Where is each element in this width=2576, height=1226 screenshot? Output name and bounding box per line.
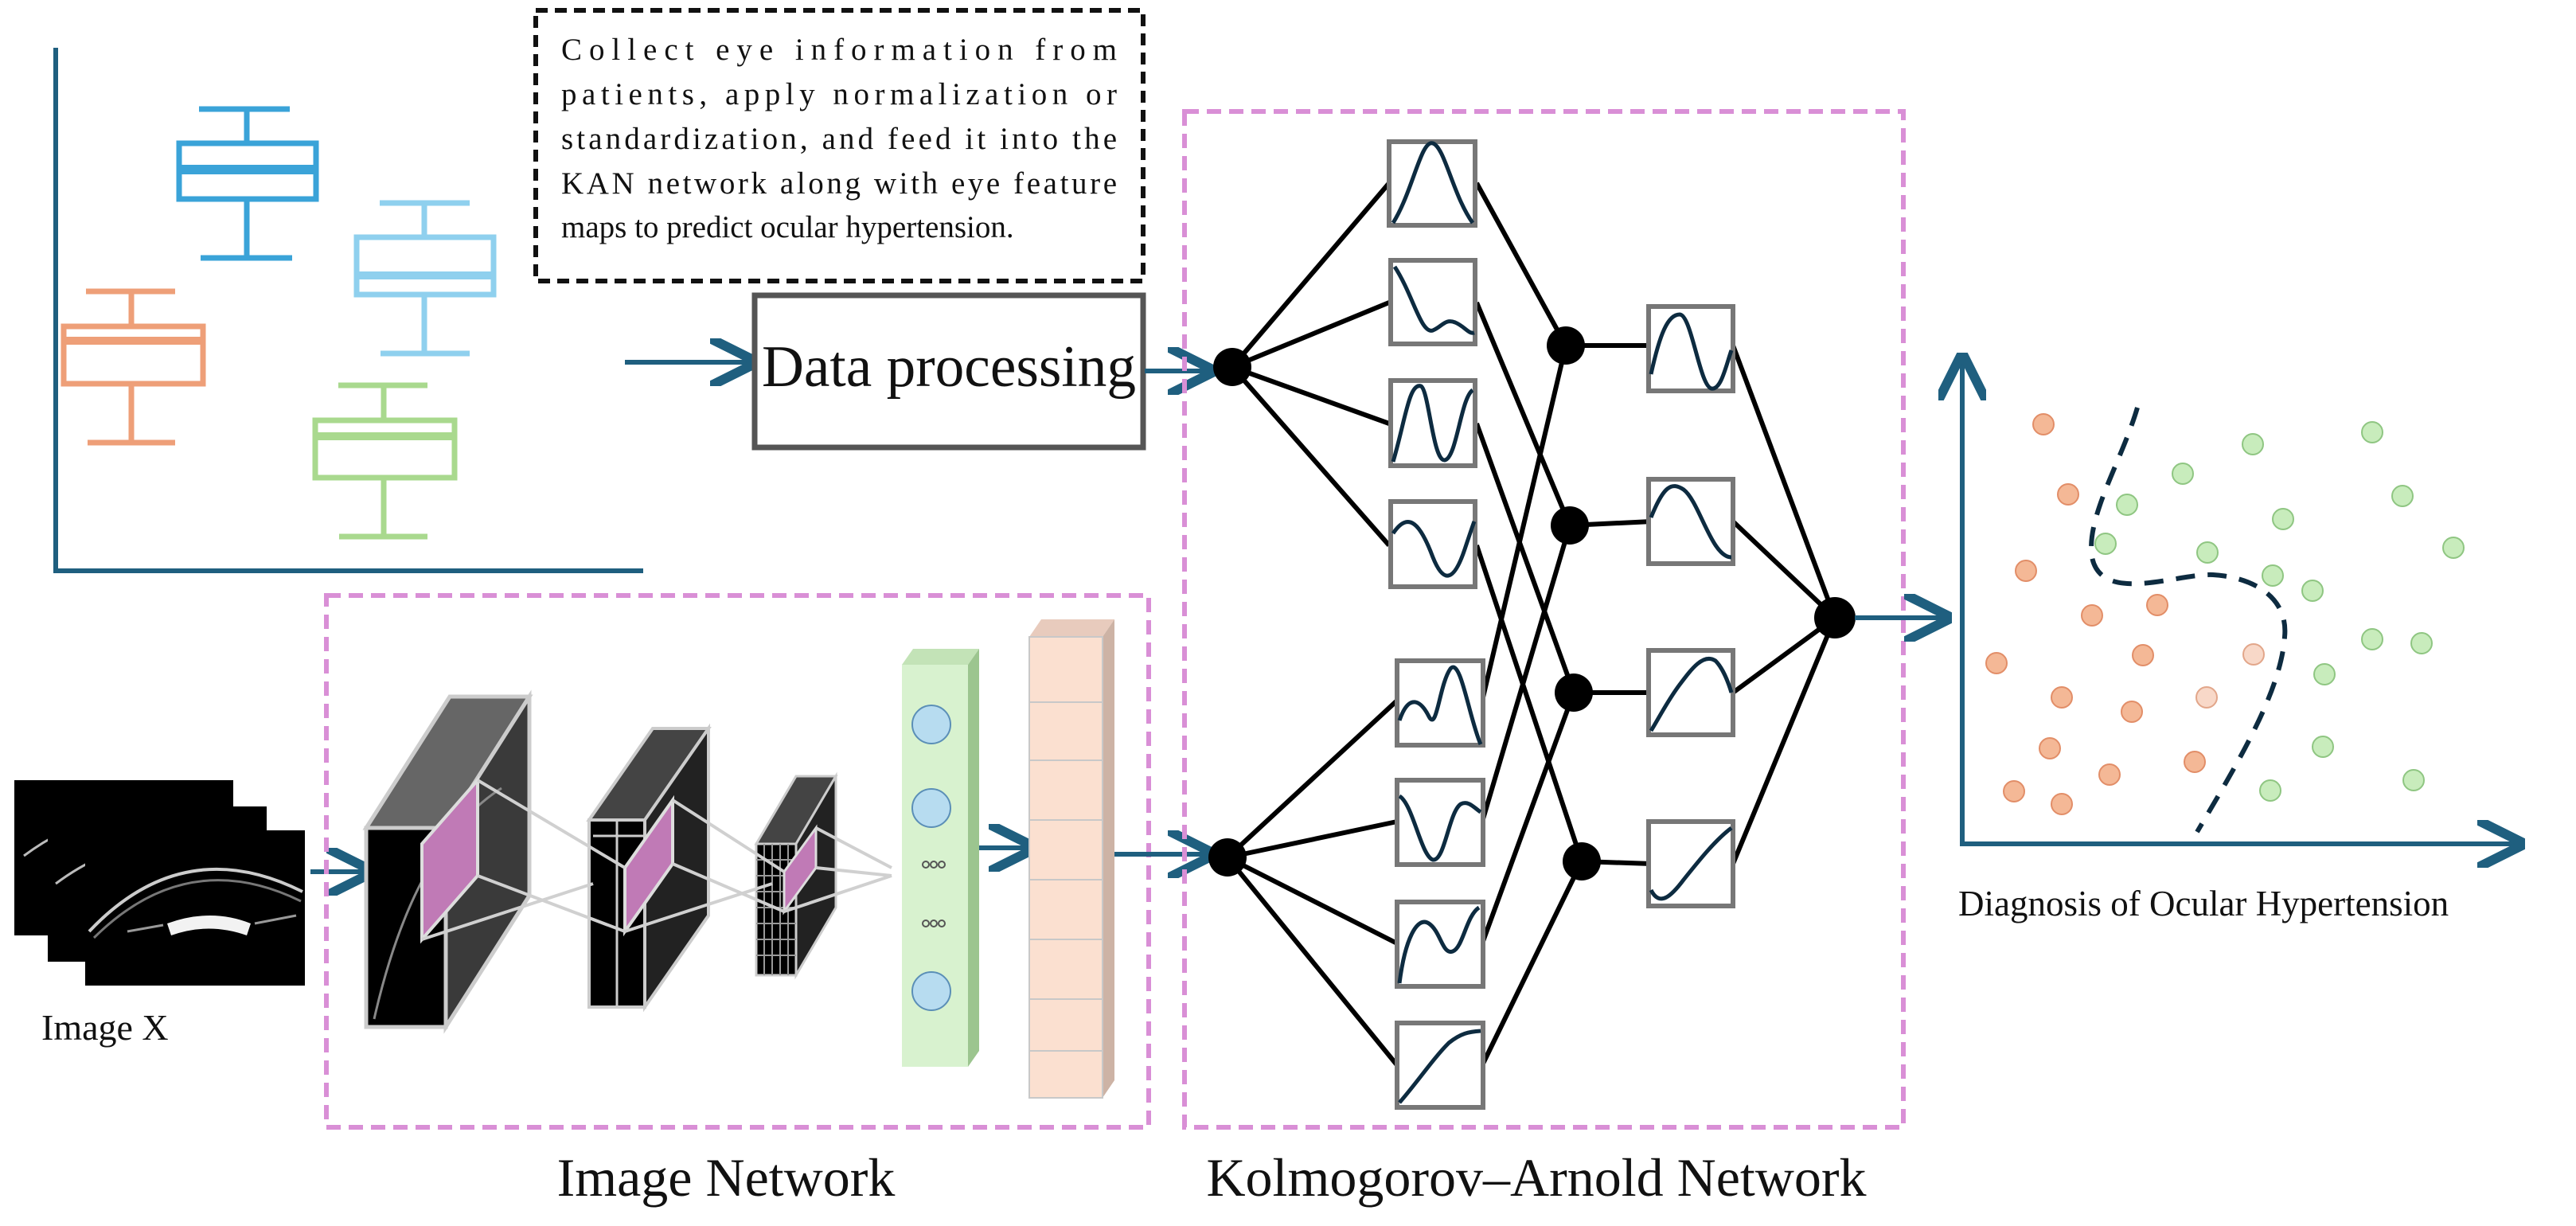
projection-lines <box>421 779 892 941</box>
image-x-label: Image X <box>41 1007 169 1048</box>
kan-input-node-1 <box>1213 348 1251 386</box>
eye-image-3 <box>85 830 305 986</box>
kan-box-6 <box>1395 778 1485 867</box>
image-network-label: Image Network <box>557 1147 896 1208</box>
note-line-5: maps to predict ocular hypertension. <box>561 210 1014 244</box>
kan-box-10 <box>1646 477 1735 566</box>
note-line-2: patients, apply normalization or <box>561 77 1117 111</box>
kan-input-node-2 <box>1208 838 1247 877</box>
kan-box-3 <box>1388 378 1477 468</box>
image-network-box <box>324 593 1151 1130</box>
conv-layer-3 <box>754 771 838 980</box>
class-green-points <box>2094 421 2465 802</box>
conv-layers <box>362 619 1114 1099</box>
note-line-3: standardization, and feed it into the <box>561 122 1117 156</box>
kan-box-1 <box>1387 139 1477 228</box>
diagnosis-label: Diagnosis of Ocular Hypertension <box>1958 884 2449 923</box>
kan-box-8 <box>1395 1021 1485 1110</box>
boxplot-lightblue <box>353 200 497 357</box>
kan-edges <box>1225 182 1837 1067</box>
kan-box-7 <box>1395 900 1485 989</box>
eye-image-stack <box>14 780 305 986</box>
conv-layer-1 <box>362 689 533 1034</box>
diagnosis-plot <box>1960 362 2516 845</box>
kan-hidden-node-1 <box>1547 326 1585 365</box>
boxplot-orange <box>60 288 206 446</box>
kan-box-9 <box>1646 304 1735 393</box>
kan-hidden-node-3 <box>1555 674 1593 712</box>
kan-box-5 <box>1395 658 1485 748</box>
kan-hidden-node-2 <box>1551 506 1589 545</box>
ambiguous-point-2 <box>2195 686 2218 709</box>
ambiguous-point-1 <box>2242 643 2265 666</box>
note-line-4: KAN network along with eye feature <box>561 166 1117 201</box>
note-box: Collect eye information from patients, a… <box>533 8 1146 283</box>
conv-layer-2 <box>586 723 712 1013</box>
boxplot-green <box>312 382 458 540</box>
kan-box-12 <box>1646 819 1735 908</box>
kan-label: Kolmogorov–Arnold Network <box>1206 1147 1866 1208</box>
kan-activation-boxes <box>1387 139 1735 1110</box>
fc-layer-green <box>902 649 979 1067</box>
kan-hidden-node-4 <box>1563 842 1601 880</box>
data-processing-label: Data processing <box>762 334 1136 400</box>
decision-boundary <box>2089 407 2288 834</box>
kan-box-2 <box>1388 258 1477 346</box>
note-line-1: Collect eye information from <box>561 33 1117 67</box>
kan-nodes <box>1208 326 1856 880</box>
class-orange-points <box>1985 413 2206 815</box>
kan-box-4 <box>1388 499 1477 589</box>
data-processing-box: Data processing <box>751 292 1146 451</box>
boxplot-panel <box>53 48 643 573</box>
kan-output-node <box>1814 597 1856 638</box>
boxplot-blue <box>176 106 319 261</box>
kan-box-11 <box>1646 648 1735 737</box>
fc-layer-peach <box>1028 619 1114 1099</box>
